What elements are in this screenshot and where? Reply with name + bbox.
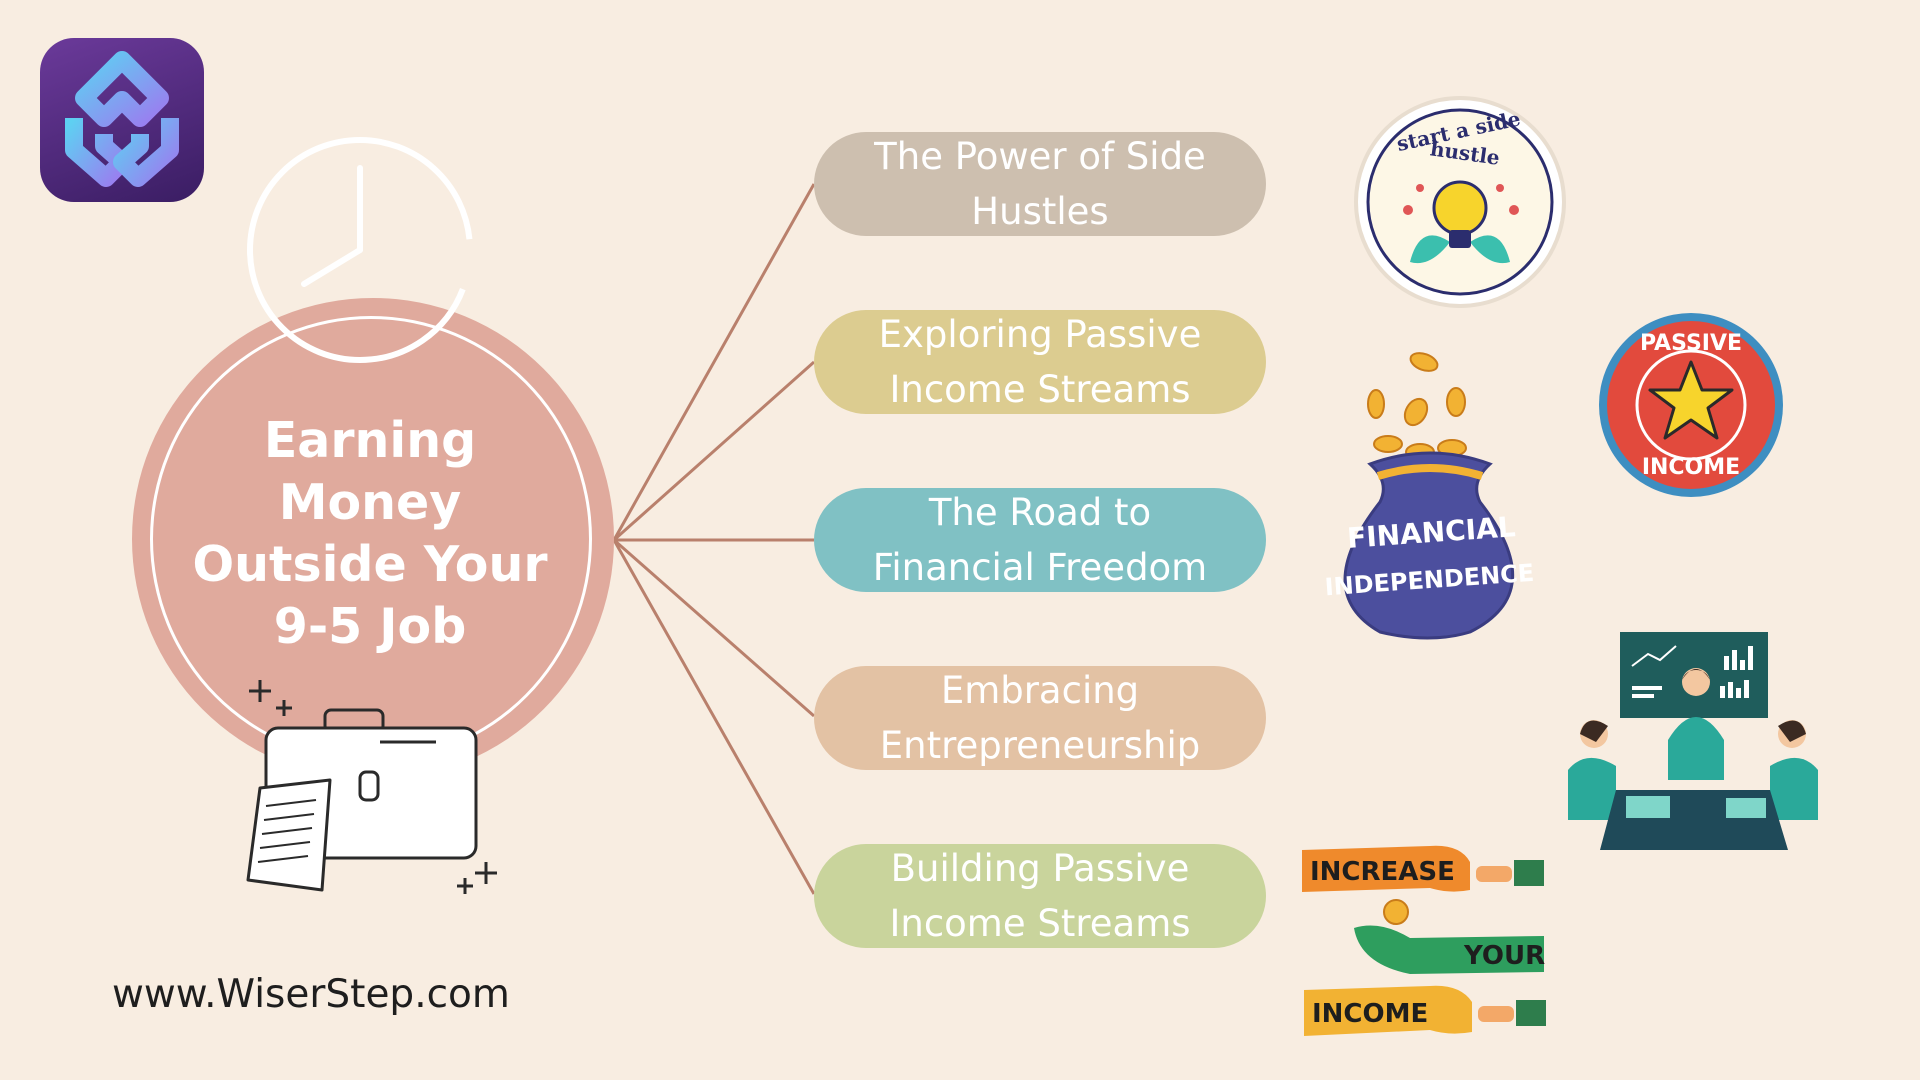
branch-label-line: Income Streams [889,368,1191,411]
branch-exploring-passive-income: Exploring Passive Income Streams [814,310,1266,414]
connector-line [613,360,815,542]
connector-line [613,538,815,718]
website-url: www.WiserStep.com [112,972,510,1017]
central-topic-line: Outside Your [192,536,548,593]
branch-label-line: Financial Freedom [872,546,1208,589]
passive-income-sticker: PASSIVE INCOME [1599,313,1783,497]
central-topic-title: Earning Money Outside Your 9-5 Job [170,410,570,658]
branch-label-line: Income Streams [889,902,1191,945]
branch-road-to-financial-freedom: The Road to Financial Freedom [814,488,1266,592]
connector-line [612,183,816,541]
sticker-text: INCREASE [1310,857,1455,887]
sticker-text: INCOME [1312,999,1428,1029]
increase-income-sticker: INCREASE YOUR INCOME [1302,845,1546,1036]
sticker-text: PASSIVE [1640,331,1742,356]
branch-power-of-side-hustles: The Power of Side Hustles [814,132,1266,236]
sticker-text: YOUR [1463,941,1545,971]
central-topic-line: Earning [263,412,477,469]
central-topic-line: Money [278,474,462,531]
wiserstep-logo [40,38,204,202]
sticker-text: INCOME [1642,455,1740,480]
branch-embracing-entrepreneurship: Embracing Entrepreneurship [814,666,1266,770]
branch-label-line: Embracing [940,669,1140,712]
branch-label-line: Exploring Passive [878,313,1202,356]
logo-mark-icon [65,51,179,187]
branch-label-line: Hustles [971,190,1109,233]
clock-icon [247,137,473,363]
financial-independence-sticker: FINANCIAL INDEPENDENCE [1324,352,1535,640]
central-topic-line: 9-5 Job [273,598,467,655]
branch-label-line: The Power of Side [874,135,1206,178]
connector-line [612,539,816,895]
team-meeting-illustration [1568,632,1818,850]
side-hustle-sticker: start a side hustle [1354,96,1566,308]
branch-label-line: The Road to [928,491,1152,534]
branch-building-passive-income: Building Passive Income Streams [814,844,1266,948]
branch-label-line: Building Passive [890,847,1190,890]
branch-label-line: Entrepreneurship [879,724,1201,767]
briefcase-icon [246,680,497,894]
